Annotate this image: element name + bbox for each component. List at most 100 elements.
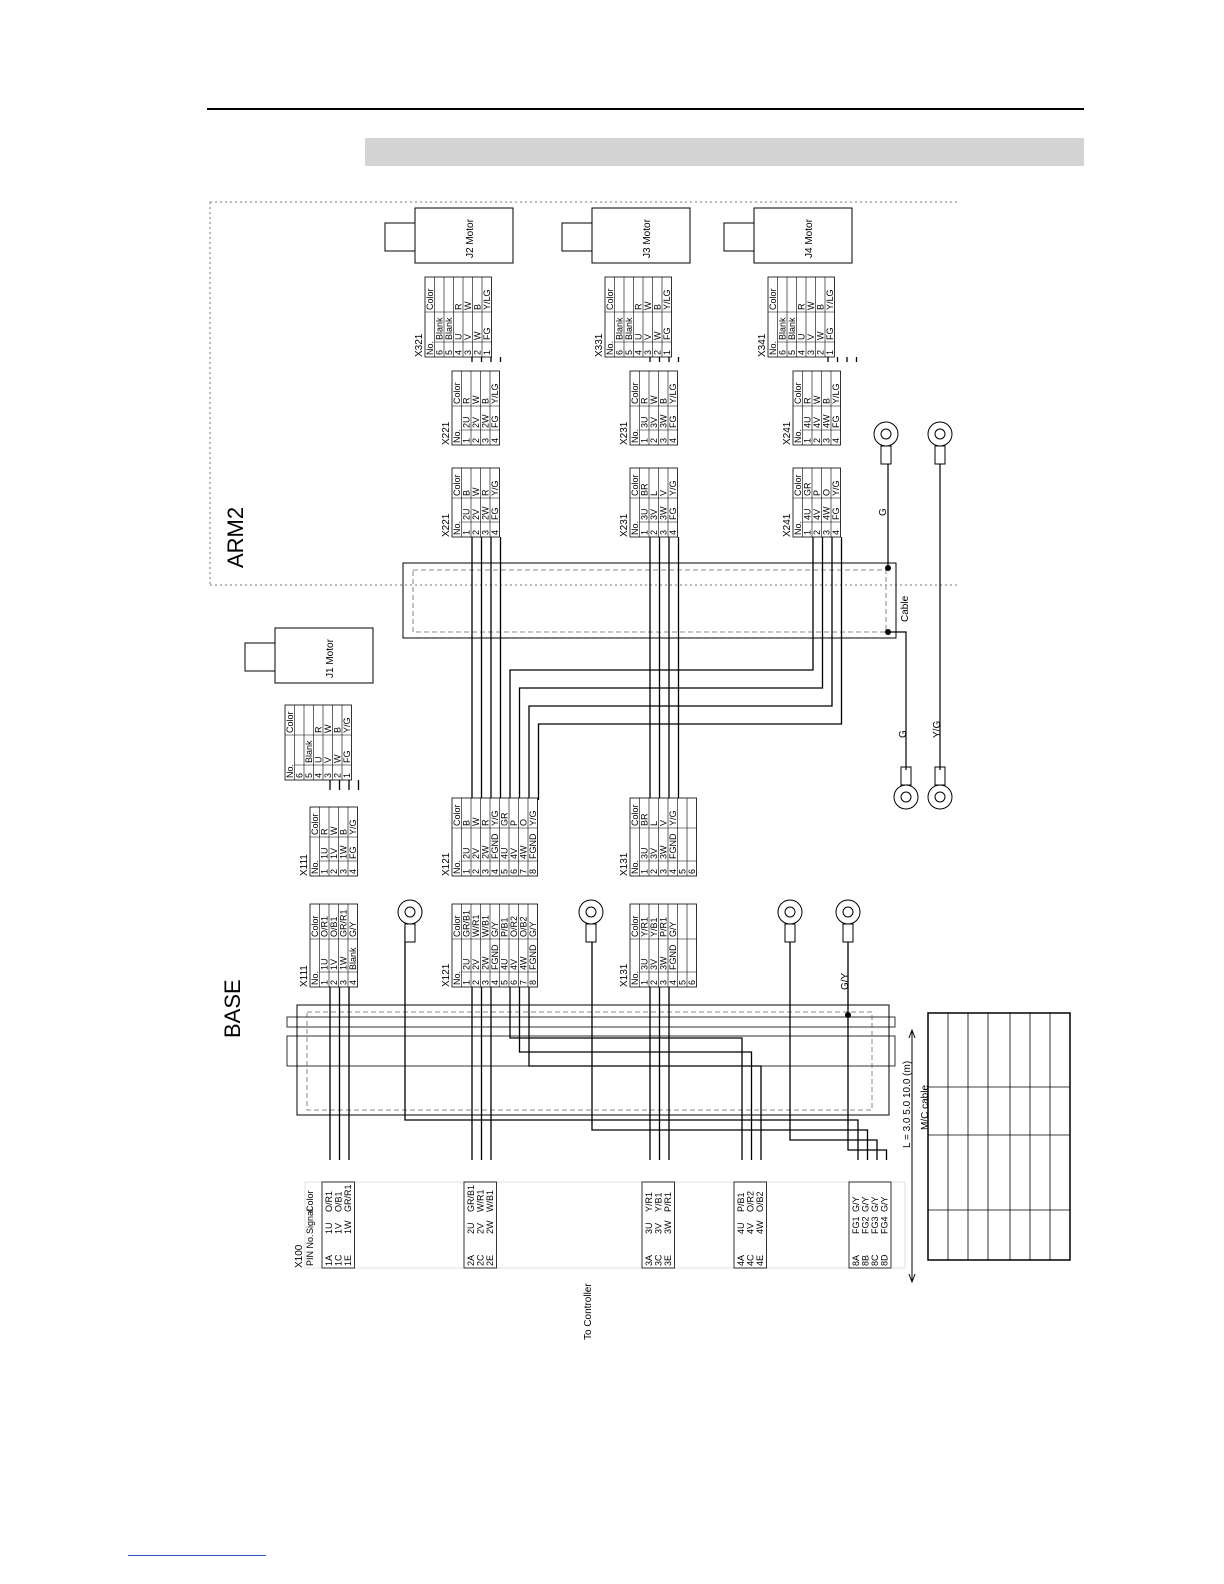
pin-color: O/B1 [329, 916, 339, 937]
pin-signal: Blank [304, 740, 314, 763]
table-header-color: Color [452, 804, 462, 826]
x100-signal: 2U [466, 1222, 476, 1234]
x100-signal: 1U [324, 1222, 334, 1234]
pin-color: P/B1 [500, 917, 510, 937]
pin-signal: FG [490, 508, 500, 521]
arm2-label: ARM2 [223, 507, 248, 568]
pin-signal: Blank [624, 317, 634, 340]
pin-signal: 2W [481, 506, 491, 520]
connector-label: X131 [619, 852, 630, 876]
pin-color: O/R2 [509, 916, 519, 937]
pin-signal: U [634, 334, 644, 341]
pin-color: O/R1 [320, 916, 330, 937]
pin-signal: FG [662, 328, 672, 341]
table-frame [451, 370, 500, 446]
pin-number: 3 [659, 980, 669, 985]
wire-x121-j4 [509, 987, 743, 1160]
pin-number: 4 [348, 869, 358, 874]
pin-number: 1 [320, 980, 330, 985]
x100-color: GR/R1 [343, 1184, 353, 1212]
x100-label: X100 [294, 1244, 305, 1268]
pin-color: B [333, 727, 343, 733]
pin-number: 8 [528, 869, 538, 874]
x100-signal: FG4 [880, 1216, 890, 1234]
x100-pin: 3C [654, 1254, 664, 1266]
pin-signal: 3U [640, 416, 650, 428]
table-header-color: Color [452, 382, 462, 404]
cable-length-label: L = 3.0 5.0 10.0 (m) [902, 1061, 913, 1148]
pin-color: G/Y [348, 921, 358, 937]
ground-wire [591, 927, 869, 1160]
pin-signal: 4W [822, 506, 832, 520]
pin-number: 2 [649, 980, 659, 985]
connector-label: X131 [619, 963, 630, 987]
pin-number: 1 [640, 438, 650, 443]
pin-number: 1 [640, 530, 650, 535]
pin-signal: 4U [500, 958, 510, 970]
pin-number: 4 [668, 869, 678, 874]
lug-crimp [880, 445, 892, 465]
wire-j4 [537, 537, 843, 800]
pin-number: 5 [444, 350, 454, 355]
x100-pin: 8D [880, 1254, 890, 1266]
pin-color: GR [803, 482, 813, 496]
pin-color: W [806, 301, 816, 310]
pin-number: 4 [490, 438, 500, 443]
pin-signal: V [323, 757, 333, 763]
x100-signal: 4U [736, 1222, 746, 1234]
table-header-no: No. [452, 429, 462, 443]
pin-color: B [462, 820, 472, 826]
pin-number: 2 [333, 773, 343, 778]
x100-color: G/Y [851, 1196, 861, 1212]
x100-pin: 3E [663, 1255, 673, 1266]
x100-color: O/R1 [324, 1191, 334, 1212]
pin-number: 3 [659, 530, 669, 535]
pin-signal: Blank [435, 317, 445, 340]
pin-color: W [471, 395, 481, 404]
pin-number: 5 [624, 350, 634, 355]
pin-signal: W [816, 331, 826, 340]
pin-signal: FG [825, 328, 835, 341]
wire-j4 [518, 537, 824, 800]
table-header-no: No. [793, 429, 803, 443]
pin-signal: 2W [481, 845, 491, 859]
ground-wire-g [888, 631, 907, 770]
connector-label: X231 [619, 513, 630, 537]
x100-pin: 8C [870, 1254, 880, 1266]
motor-name: J1 Motor [325, 638, 336, 678]
pin-signal: 2W [481, 956, 491, 970]
pin-number: 4 [454, 350, 464, 355]
table-header-no: No. [452, 860, 462, 874]
lug-crimp [784, 923, 796, 943]
ground-lug [397, 899, 423, 943]
pin-signal: U [454, 334, 464, 341]
pin-number: 1 [825, 350, 835, 355]
pin-number: 3 [339, 980, 349, 985]
connector-label: X121 [441, 963, 452, 987]
connector-table-x121: No.Color12UGR/B122VW/R132WW/B14FGNDG/Y54… [441, 903, 538, 988]
pin-color: W [643, 301, 653, 310]
table-header-color: Color [630, 382, 640, 404]
base-cable-flange [286, 1035, 896, 1067]
pin-number: 2 [471, 530, 481, 535]
wire-x121-j4 [518, 987, 753, 1160]
motor-3: J4 Motor [723, 207, 853, 264]
table-header-no: No. [310, 971, 320, 985]
spec-grid-frame [927, 1012, 1071, 1261]
x100-pin: 3A [644, 1255, 654, 1266]
pin-number: 2 [812, 438, 822, 443]
table-header-no: No. [605, 341, 615, 355]
pin-color: W [463, 301, 473, 310]
wire-g-label-lower: G [898, 730, 909, 738]
pin-number: 2 [329, 869, 339, 874]
pin-signal: 3V [649, 848, 659, 859]
x100-color: Y/B1 [654, 1192, 664, 1212]
pin-number: 2 [329, 980, 339, 985]
pin-signal: 2U [462, 416, 472, 428]
pin-signal: 4W [519, 845, 529, 859]
lug-crimp [404, 923, 416, 943]
table-frame [451, 797, 538, 877]
pin-color: P [509, 820, 519, 826]
pin-number: 7 [519, 980, 529, 985]
